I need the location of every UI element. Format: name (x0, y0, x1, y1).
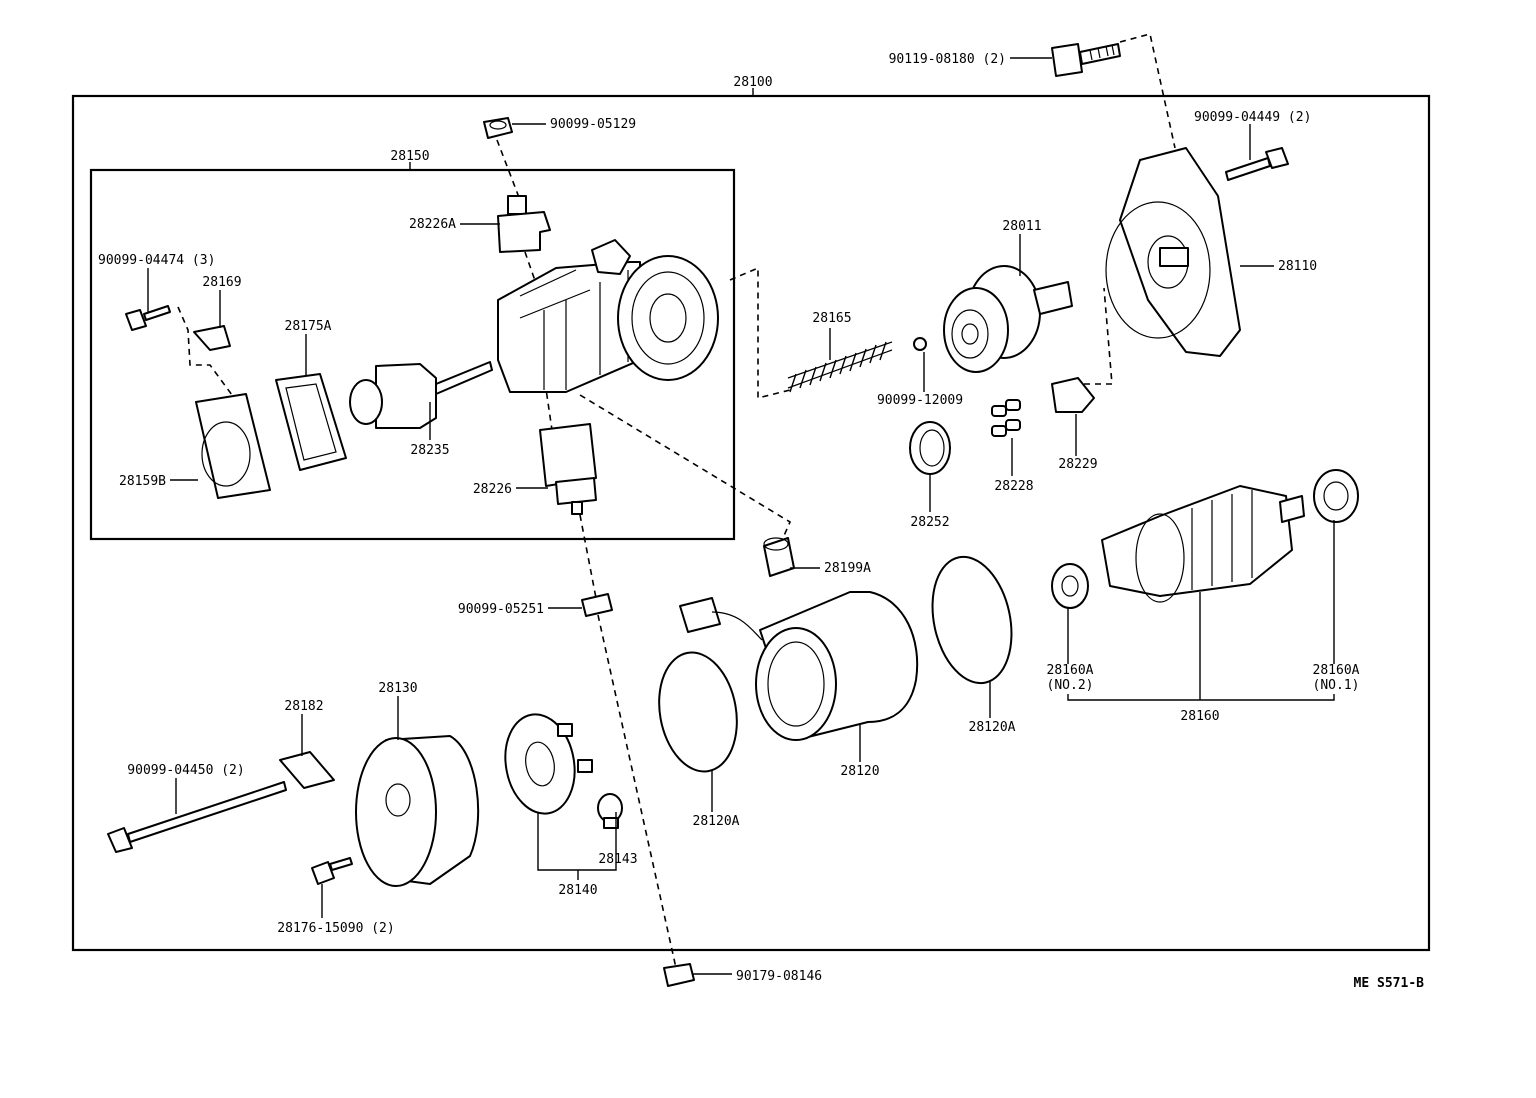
label-oring-right: 28120A (969, 720, 1016, 735)
label-cover-28159b: 28159B (119, 474, 166, 489)
label-bolt-top: 90119-08180 (2) (889, 52, 1006, 67)
label-assembly: 28100 (733, 75, 772, 90)
plunger-part (349, 361, 493, 429)
brush-part (597, 793, 623, 829)
label-gasket-28175a: 28175A (285, 319, 332, 334)
label-oring-left: 28120A (693, 814, 740, 829)
bearing-no2-part (1051, 563, 1089, 609)
label-retainer-28229: 28229 (1058, 457, 1097, 472)
gear-part (909, 421, 951, 475)
label-bearing-no1: 28160A (1313, 663, 1360, 678)
screw-04474-part (125, 305, 171, 331)
armature-part (1101, 485, 1305, 603)
label-plunger-28235: 28235 (410, 443, 449, 458)
bolt-04450-part (107, 781, 287, 853)
gasket-part (275, 373, 347, 471)
label-bolt-04449: 90099-04449 (2) (1194, 110, 1311, 125)
label-ball-12009: 90099-12009 (877, 393, 963, 408)
label-brush-28143: 28143 (598, 852, 637, 867)
nut-05129-part (483, 117, 513, 139)
nut-05251-part (581, 593, 613, 617)
label-gear-28252: 28252 (910, 515, 949, 530)
label-terminal-a: 28226A (409, 217, 456, 232)
label-armature-28160: 28160 (1180, 709, 1219, 724)
solenoid-housing-part (497, 239, 719, 393)
boot-part (763, 537, 795, 577)
label-bolt-04450: 90099-04450 (2) (127, 763, 244, 778)
assembly-dash-lines (177, 33, 1176, 969)
cover-part (195, 393, 271, 499)
label-spring-28165: 28165 (812, 311, 851, 326)
label-bearing-no2: 28160A (1047, 663, 1094, 678)
label-terminal-28226: 28226 (473, 482, 512, 497)
nut-08146-part (663, 963, 695, 987)
label-boot-28199a: 28199A (824, 561, 871, 576)
ball-part (913, 337, 927, 351)
label-clip-28169: 28169 (202, 275, 241, 290)
label-rollers-28228: 28228 (994, 479, 1033, 494)
label-nut-08146: 90179-08146 (736, 969, 822, 984)
label-housing-28110: 28110 (1278, 259, 1317, 274)
label-endframe-28130: 28130 (378, 681, 417, 696)
yoke-part (679, 591, 919, 741)
screw-15090-part (311, 857, 353, 885)
label-sub-assembly: 28150 (390, 149, 429, 164)
clip-part (193, 325, 231, 351)
terminal-28226a-part (497, 195, 551, 253)
terminal-28226-part (539, 423, 597, 515)
label-nut-05251: 90099-05251 (458, 602, 544, 617)
assembly-frame (71, 94, 1431, 952)
label-bearing-no1-sub: (NO.1) (1313, 678, 1360, 693)
label-bearing-no2-sub: (NO.2) (1047, 678, 1094, 693)
rollers-part (991, 399, 1021, 437)
label-plate-28182: 28182 (284, 699, 323, 714)
diagram-id: ME S571-B (1354, 976, 1425, 991)
end-frame-part (355, 735, 480, 887)
clutch-part (943, 265, 1073, 373)
label-screw-04474: 90099-04474 (3) (98, 253, 215, 268)
bearing-no1-part (1313, 469, 1359, 523)
label-screw-15090: 28176-15090 (2) (277, 921, 394, 936)
plate-part (279, 751, 335, 789)
label-yoke-28120: 28120 (840, 764, 879, 779)
label-clutch-28011: 28011 (1002, 219, 1041, 234)
oring-left-part (658, 651, 738, 773)
callout-labels: 28100 28150 90119-08180 (2) 90099-05129 … (98, 52, 1424, 991)
retainer-part (1051, 377, 1095, 413)
sub-assembly-frame (89, 168, 736, 541)
spring-part (787, 341, 893, 393)
label-nut-05129: 90099-05129 (550, 117, 636, 132)
brush-holder-part (504, 713, 593, 815)
housing-part (1105, 147, 1241, 357)
bolt-top-part (1051, 43, 1121, 77)
oring-right-part (931, 555, 1013, 685)
leader-lines (147, 57, 1335, 975)
label-holder-28140: 28140 (558, 883, 597, 898)
bolt-04449-part (1225, 147, 1289, 181)
